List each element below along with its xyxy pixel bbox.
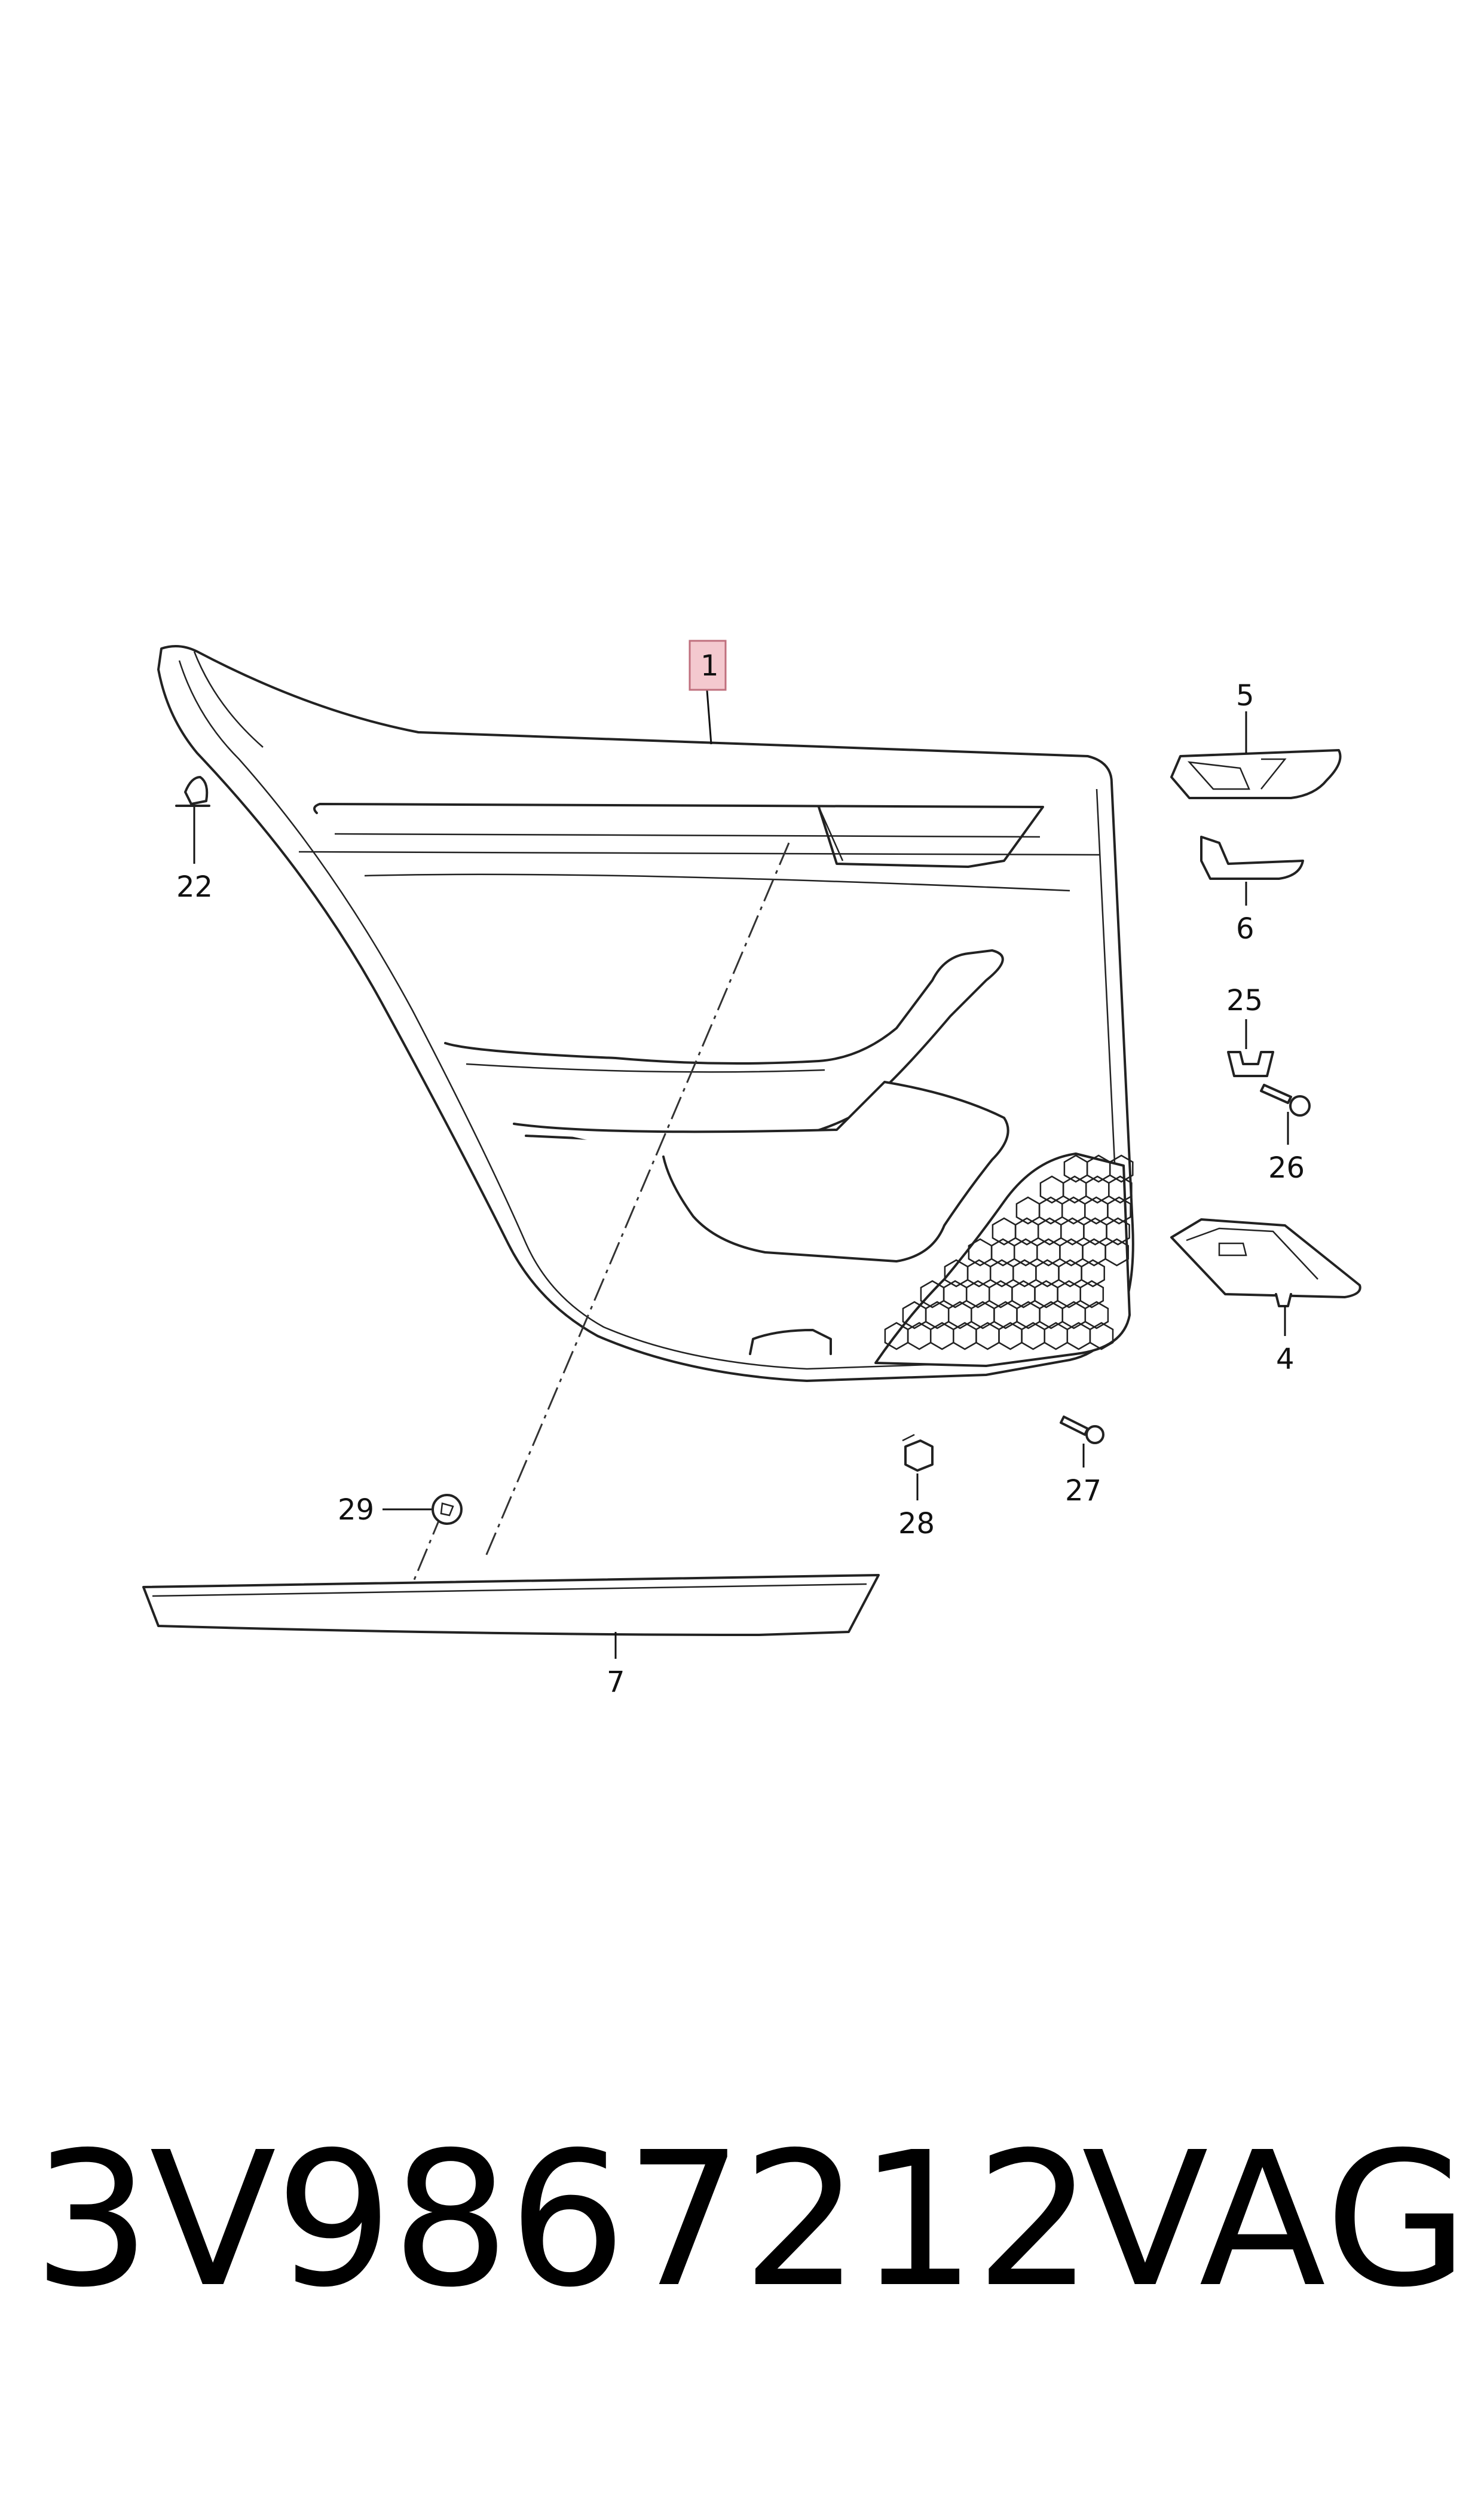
part-25-clip xyxy=(1227,1051,1274,1077)
grille-hex xyxy=(1108,1175,1133,1204)
leader-lines xyxy=(193,690,1289,1659)
brand-name: VAG xyxy=(1082,2113,1471,2328)
part-6-trim-insert xyxy=(1200,836,1304,880)
callout-4: 4 xyxy=(1276,1343,1295,1376)
part-29-nut xyxy=(432,1494,463,1525)
grille-hex xyxy=(1106,1217,1130,1246)
callout-26: 26 xyxy=(1268,1151,1305,1185)
part-5-switch-cover xyxy=(1170,749,1342,799)
callout-25: 25 xyxy=(1226,984,1263,1017)
trim-strip xyxy=(142,1574,880,1636)
part-27-screw xyxy=(1060,1416,1104,1444)
speaker-grille-pattern xyxy=(884,1154,1134,1350)
callout-7: 7 xyxy=(607,1665,625,1699)
part-number: 3V9867212 xyxy=(33,2113,1093,2328)
callout-22: 22 xyxy=(176,870,213,904)
callout-5: 5 xyxy=(1236,679,1254,713)
grille-hex xyxy=(1107,1196,1131,1225)
grille-hex xyxy=(1104,1238,1129,1267)
part-28-clip xyxy=(902,1433,934,1472)
grille-hex xyxy=(1081,1259,1105,1288)
door-trim-panel xyxy=(157,645,1134,1382)
grille-hex xyxy=(1109,1154,1134,1183)
part-26-screw xyxy=(1260,1084,1311,1117)
callout-1-highlight xyxy=(689,640,727,691)
callout-1: 1 xyxy=(700,649,719,683)
alignment-line-2 xyxy=(411,1512,443,1585)
alignment-line xyxy=(483,842,790,1561)
grille-hex xyxy=(1084,1301,1109,1329)
callout-29: 29 xyxy=(338,1493,374,1527)
callout-6: 6 xyxy=(1236,912,1254,946)
part-4-window-switch xyxy=(1170,1218,1361,1307)
callout-28: 28 xyxy=(898,1507,935,1540)
callout-27: 27 xyxy=(1065,1474,1101,1508)
grille-hex xyxy=(1089,1322,1114,1350)
grille-hex xyxy=(1079,1280,1104,1309)
part-22-clip xyxy=(175,776,210,807)
